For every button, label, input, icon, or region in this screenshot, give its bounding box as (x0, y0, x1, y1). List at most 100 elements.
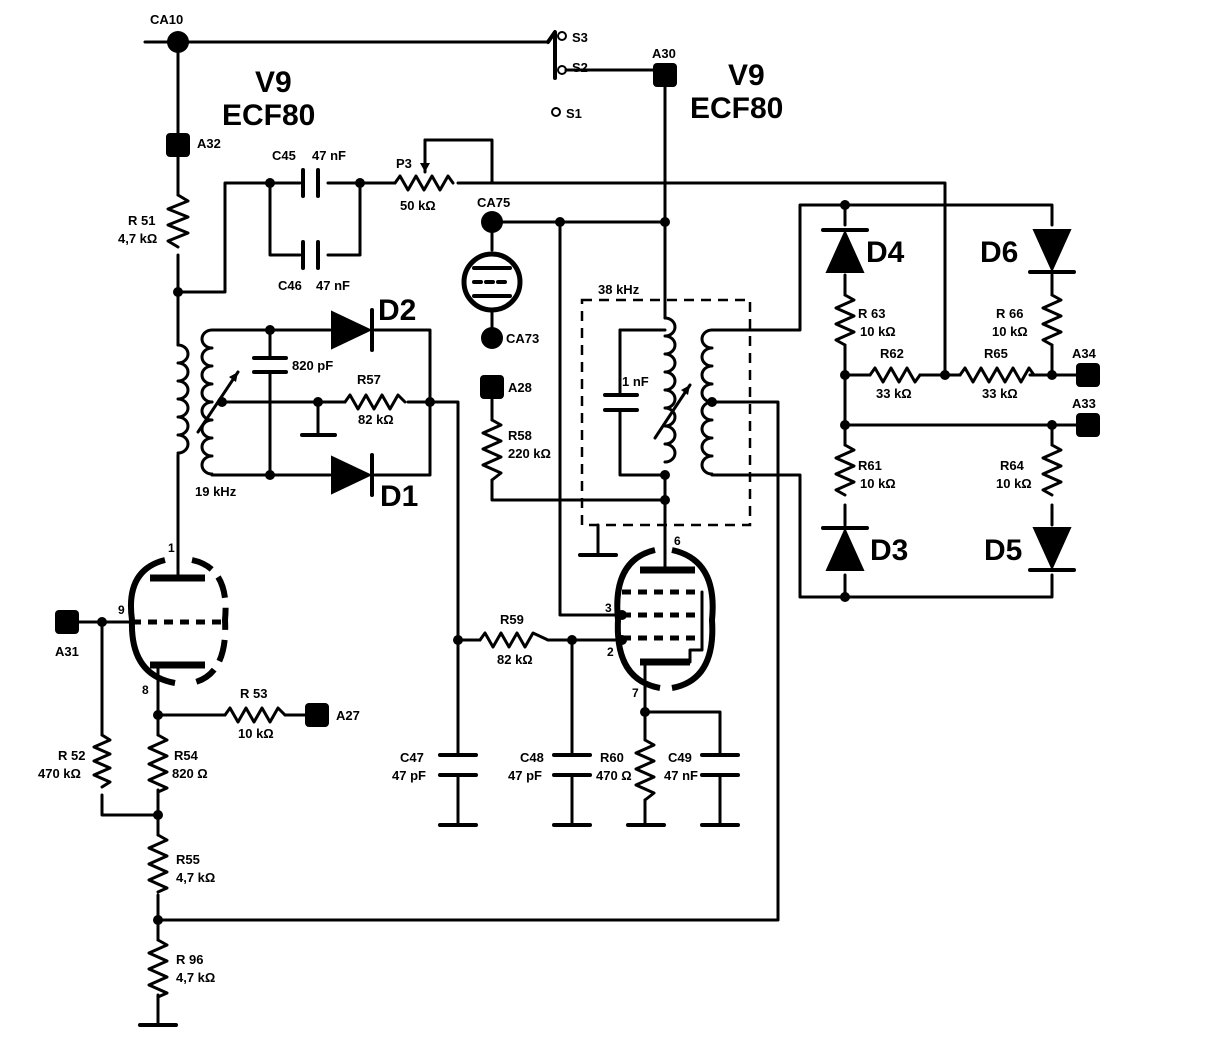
diode-d5: D5 (984, 527, 1076, 572)
diode-d4: D4 (821, 228, 905, 273)
label-a34: A34 (1072, 346, 1097, 361)
capacitor-820pf: 820 pF (252, 356, 333, 374)
terminal-a31: A31 (55, 610, 79, 659)
label-ca73: CA73 (506, 331, 539, 346)
terminal-ca75: CA75 (477, 195, 510, 233)
label-ca75: CA75 (477, 195, 510, 210)
r58-value: 220 kΩ (508, 446, 551, 461)
r62-value: 33 kΩ (876, 386, 912, 401)
resistor-r64: R64 10 kΩ (996, 443, 1063, 497)
tube-right-ref: V9 (728, 59, 765, 92)
resistor-r53: R 53 10 kΩ (223, 686, 287, 741)
r66-ref: R 66 (996, 306, 1023, 321)
p3-value: 50 kΩ (400, 198, 436, 213)
pin-2: 2 (607, 645, 614, 659)
c47-ref: C47 (400, 750, 424, 765)
label-a30: A30 (652, 46, 676, 61)
label-a33: A33 (1072, 396, 1096, 411)
capacitor-c47: C47 47 pF (392, 750, 478, 827)
switch-s1-s2-s3: S3 S2 S1 (546, 30, 588, 121)
c49-value: 47 nF (664, 768, 698, 783)
r57-ref: R57 (357, 372, 381, 387)
resistor-r57: R57 82 kΩ (343, 372, 407, 427)
r66-value: 10 kΩ (992, 324, 1028, 339)
r64-value: 10 kΩ (996, 476, 1032, 491)
label-ca10: CA10 (150, 12, 183, 27)
r59-ref: R59 (500, 612, 524, 627)
diode-d1: D1 (331, 453, 418, 513)
r64-ref: R64 (1000, 458, 1025, 473)
r51-ref: R 51 (128, 213, 155, 228)
label-d6: D6 (980, 236, 1018, 269)
potentiometer-p3: P3 50 kΩ (393, 138, 455, 213)
label-s2: S2 (572, 60, 588, 75)
r96-value: 4,7 kΩ (176, 970, 215, 985)
terminal-a30: A30 (652, 46, 677, 87)
resistor-r58: R58 220 kΩ (481, 418, 551, 482)
r53-value: 10 kΩ (238, 726, 274, 741)
r53-ref: R 53 (240, 686, 267, 701)
pin-9: 9 (118, 603, 125, 617)
wiring (68, 40, 1092, 1027)
freq-38khz: 38 kHz (598, 282, 640, 297)
terminal-a34: A34 (1072, 346, 1100, 387)
c46-ref: C46 (278, 278, 302, 293)
label-d3: D3 (870, 534, 908, 567)
capacitor-c48: C48 47 pF (508, 750, 592, 827)
resistor-r62: R62 33 kΩ (868, 346, 922, 401)
terminal-a33: A33 (1072, 396, 1100, 437)
label-a27: A27 (336, 708, 360, 723)
junction-dots (97, 178, 1057, 925)
tube-left-type: ECF80 (222, 99, 315, 132)
p3-ref: P3 (396, 156, 412, 171)
r58-ref: R58 (508, 428, 532, 443)
terminal-a27: A27 (305, 703, 360, 727)
capacitor-c45: C45 47 nF (272, 148, 346, 198)
label-a28: A28 (508, 380, 532, 395)
label-d2: D2 (378, 294, 416, 327)
r60-ref: R60 (600, 750, 624, 765)
tube-right-type: ECF80 (690, 92, 783, 125)
capacitor-c49: C49 47 nF (664, 750, 740, 827)
c820-value: 820 pF (292, 358, 333, 373)
resistor-r52: R 52 470 kΩ (38, 733, 112, 789)
freq-19khz: 19 kHz (195, 484, 237, 499)
label-d4: D4 (866, 236, 905, 269)
r57-value: 82 kΩ (358, 412, 394, 427)
r65-value: 33 kΩ (982, 386, 1018, 401)
pin-8: 8 (142, 683, 149, 697)
label-d1: D1 (380, 480, 418, 513)
r62-ref: R62 (880, 346, 904, 361)
diode-d6: D6 (980, 229, 1076, 274)
resistor-r59: R59 82 kΩ (478, 612, 550, 667)
r61-ref: R61 (858, 458, 882, 473)
terminal-a28: A28 (480, 375, 532, 399)
c46-value: 47 nF (316, 278, 350, 293)
resistor-r66: R 66 10 kΩ (992, 293, 1063, 347)
ground-transformer (578, 523, 618, 557)
r63-ref: R 63 (858, 306, 885, 321)
c48-ref: C48 (520, 750, 544, 765)
r54-ref: R54 (174, 748, 199, 763)
c48-value: 47 pF (508, 768, 542, 783)
tube-left-ref: V9 (255, 66, 292, 99)
r61-value: 10 kΩ (860, 476, 896, 491)
resistor-r55: R55 4,7 kΩ (147, 833, 215, 894)
resistor-r51: R 51 4,7 kΩ (118, 193, 190, 249)
r55-value: 4,7 kΩ (176, 870, 215, 885)
r96-ref: R 96 (176, 952, 203, 967)
c49-ref: C49 (668, 750, 692, 765)
diode-d3: D3 (821, 526, 908, 571)
terminal-a32: A32 (166, 133, 221, 157)
c45-value: 47 nF (312, 148, 346, 163)
coil-19khz: 19 kHz (176, 328, 240, 499)
r54-value: 820 Ω (172, 766, 208, 781)
r55-ref: R55 (176, 852, 200, 867)
pin-1: 1 (168, 541, 175, 555)
r65-ref: R65 (984, 346, 1008, 361)
c1nf-value: 1 nF (622, 374, 649, 389)
r60-value: 470 Ω (596, 768, 632, 783)
r63-value: 10 kΩ (860, 324, 896, 339)
c47-value: 47 pF (392, 768, 426, 783)
